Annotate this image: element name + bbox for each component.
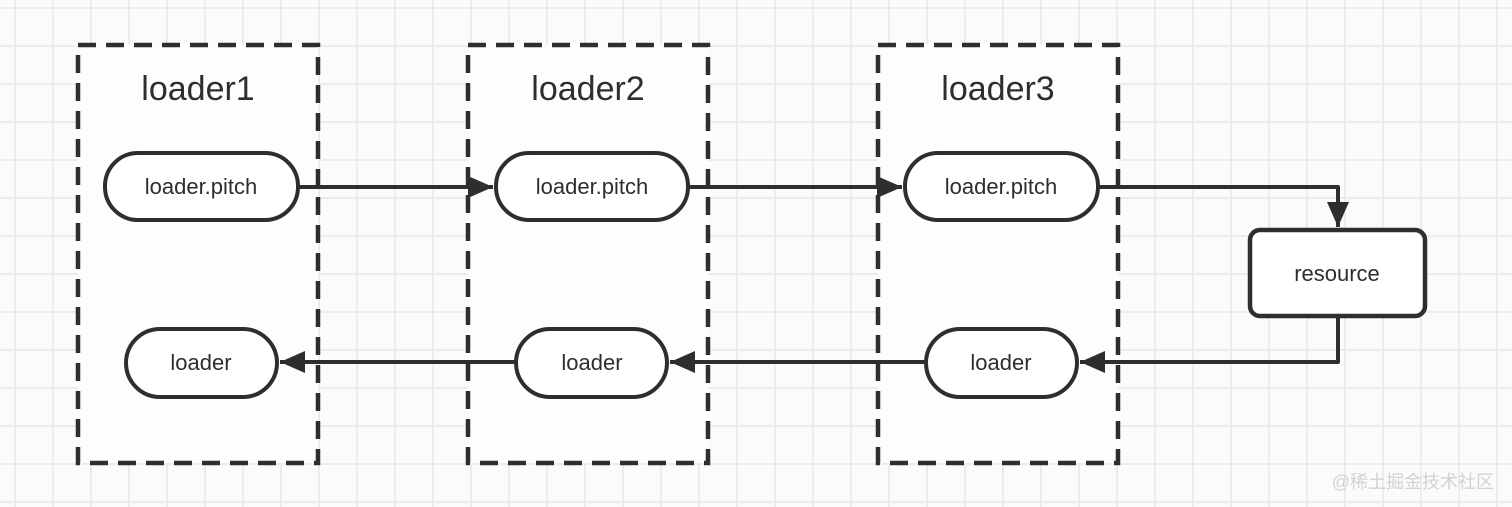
loader1-loader-node (124, 327, 279, 399)
loader2-loader-label: loader (561, 350, 622, 375)
loader1-group: loader1 loader.pitch loader (75, 42, 321, 466)
resource-label: resource (1294, 261, 1380, 286)
loader3-group: loader3 loader.pitch loader (875, 42, 1121, 466)
loader2-group: loader2 loader.pitch loader (465, 42, 711, 466)
loader2-group-title: loader2 (531, 70, 644, 108)
arrow-resource-to-loader3 (1080, 316, 1340, 373)
watermark: @稀土掘金技术社区 (1332, 472, 1494, 492)
loader1-loader-label: loader (170, 350, 231, 375)
resource-group: resource (1247, 227, 1428, 319)
loader2-pitch-label: loader.pitch (536, 174, 649, 199)
loader1-group-title: loader1 (141, 70, 254, 108)
loader3-pitch-label: loader.pitch (945, 174, 1058, 199)
loader1-pitch-label: loader.pitch (145, 174, 258, 199)
arrow-pitch3-to-resource (1098, 185, 1349, 227)
loader3-group-title: loader3 (941, 70, 1054, 108)
loader3-loader-label: loader (970, 350, 1031, 375)
